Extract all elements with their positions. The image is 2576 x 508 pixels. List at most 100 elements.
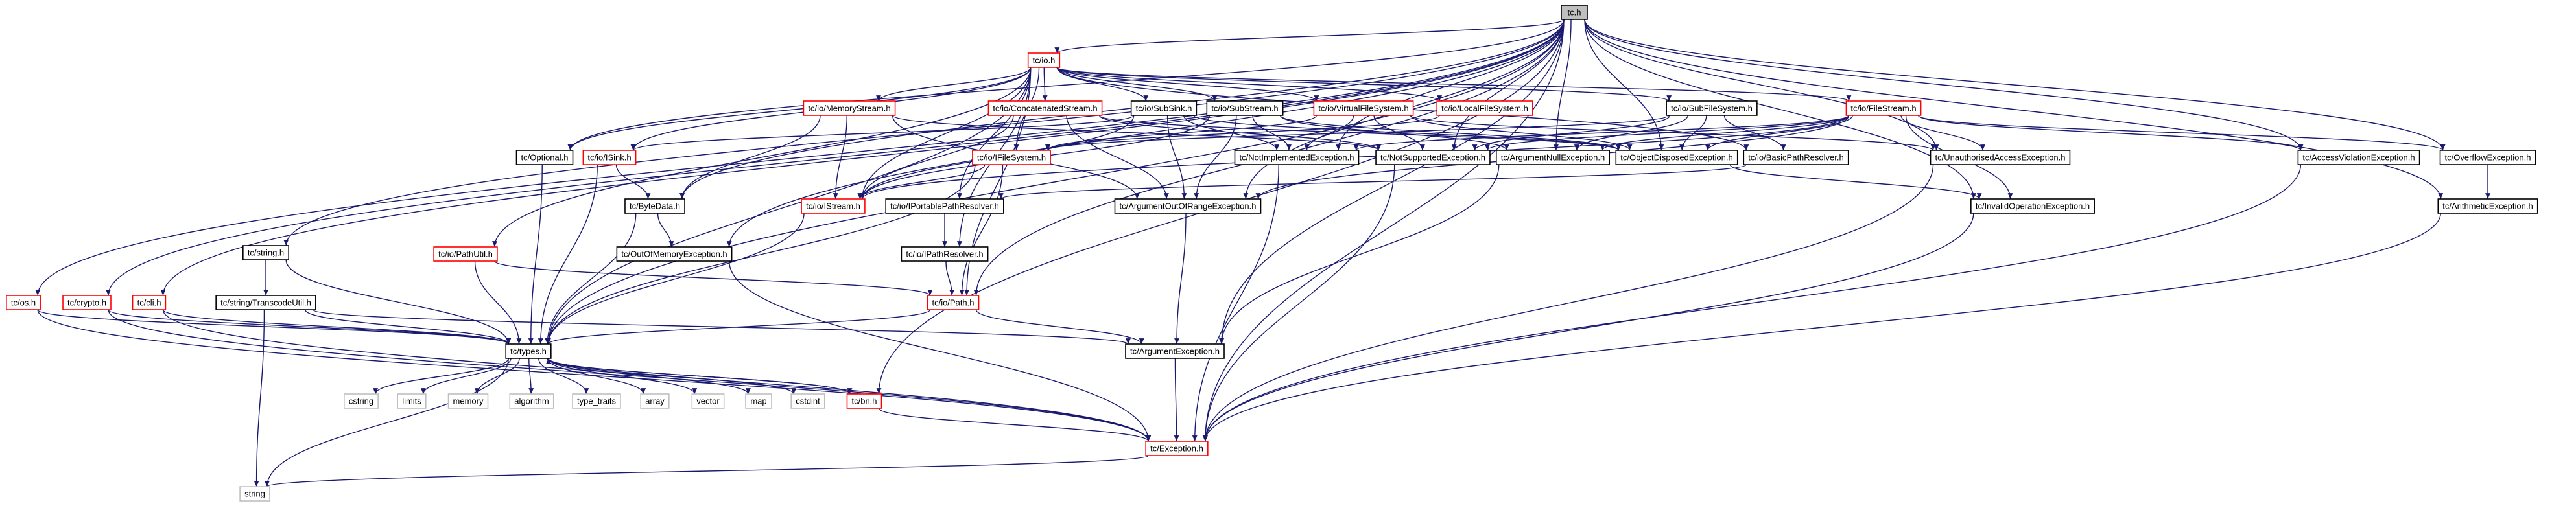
node-box: [582, 150, 637, 165]
edge-subfs-to-basicpath: [1723, 115, 1786, 151]
node-filestream[interactable]: tc/io/FileStream.h: [1845, 100, 1922, 116]
edge-exception-to-string: [265, 455, 1149, 487]
node-box: [1436, 100, 1533, 116]
node-memstream[interactable]: tc/io/MemoryStream.h: [803, 100, 896, 116]
edge-types-to-string: [265, 358, 509, 487]
edge-io-h-to-memstream: [876, 67, 1032, 102]
edge-types-to-cstring: [373, 358, 509, 395]
node-argexc[interactable]: tc/ArgumentException.h: [1125, 343, 1225, 359]
node-lfs[interactable]: tc/io/LocalFileSystem.h: [1436, 100, 1533, 116]
node-types[interactable]: tc/types.h: [505, 343, 552, 359]
node-invalidop[interactable]: tc/InvalidOperationException.h: [1970, 198, 2095, 214]
node-label: tc/ArithmeticException.h: [2442, 202, 2533, 211]
node-isink[interactable]: tc/io/ISink.h: [582, 150, 637, 165]
node-notimpl[interactable]: tc/NotImplementedException.h: [1234, 150, 1360, 165]
node-type-traits: type_traits: [572, 393, 621, 409]
node-unauth[interactable]: tc/UnauthorisedAccessException.h: [1930, 150, 2071, 165]
edge-basicpath-to-iportable: [998, 164, 1747, 200]
node-notsupp[interactable]: tc/NotSupportedException.h: [1375, 150, 1491, 165]
edge-transcode-to-string: [254, 309, 265, 487]
node-oom[interactable]: tc/OutOfMemoryException.h: [616, 246, 733, 262]
node-objdisp[interactable]: tc/ObjectDisposedException.h: [1615, 150, 1738, 165]
node-concat[interactable]: tc/io/ConcatenatedStream.h: [987, 100, 1103, 116]
node-overflow[interactable]: tc/OverflowException.h: [2439, 150, 2536, 165]
node-label: map: [750, 397, 766, 406]
edge-tc-h-to-argexc: [1219, 19, 1565, 345]
node-subsink[interactable]: tc/io/SubSink.h: [1130, 100, 1198, 116]
node-subfs[interactable]: tc/io/SubFileSystem.h: [1666, 100, 1758, 116]
edge-path-to-argexc: [975, 309, 1144, 345]
node-bn-h[interactable]: tc/bn.h: [846, 393, 882, 409]
edge-io-h-to-pathutil: [492, 67, 1032, 248]
node-box: [616, 246, 733, 262]
node-label: tc/io/MemoryStream.h: [808, 104, 890, 113]
node-bytedata[interactable]: tc/ByteData.h: [624, 198, 685, 214]
node-ifilesystem[interactable]: tc/io/IFileSystem.h: [972, 150, 1051, 165]
edge-os-h-to-types: [37, 309, 511, 345]
node-string-h[interactable]: tc/string.h: [242, 245, 289, 260]
node-label: vector: [696, 397, 720, 406]
edge-crypto-h-to-exception: [108, 309, 1151, 442]
node-io-h[interactable]: tc/io.h: [1027, 52, 1061, 68]
node-box: [344, 393, 379, 409]
node-label: tc/os.h: [11, 298, 36, 308]
edge-string-h-to-types: [285, 259, 512, 345]
node-crypto-h[interactable]: tc/crypto.h: [62, 295, 112, 310]
edge-notimpl-to-exception: [1192, 164, 1279, 442]
edge-filestream-to-argnull: [1600, 115, 1850, 151]
node-box: [1114, 198, 1262, 214]
edge-subsink-to-isink: [630, 115, 1135, 151]
node-label: tc/OverflowException.h: [2445, 153, 2531, 163]
node-label: tc/io/ISink.h: [587, 153, 631, 163]
node-label: tc/OutOfMemoryException.h: [621, 249, 727, 259]
node-label: tc/io/SubSink.h: [1136, 104, 1192, 113]
node-label: tc/Optional.h: [521, 153, 569, 163]
edge-isink-to-bytedata: [615, 164, 651, 200]
node-ipathres[interactable]: tc/io/IPathResolver.h: [901, 246, 989, 262]
node-cli-h[interactable]: tc/cli.h: [132, 295, 167, 310]
node-iportable[interactable]: tc/io/IPortablePathResolver.h: [885, 198, 1004, 214]
node-accviol[interactable]: tc/AccessViolationException.h: [2297, 150, 2420, 165]
node-box: [397, 393, 427, 409]
node-optional[interactable]: tc/Optional.h: [515, 150, 574, 165]
edge-tc-h-to-notimpl: [1336, 19, 1565, 151]
node-argnull[interactable]: tc/ArgumentNullException.h: [1495, 150, 1611, 165]
edge-pathutil-to-types: [474, 260, 522, 345]
node-basicpath[interactable]: tc/io/BasicPathResolver.h: [1743, 150, 1849, 165]
node-box: [1970, 198, 2095, 214]
edge-subsink-to-notimpl: [1183, 115, 1280, 151]
node-label: string: [244, 489, 265, 499]
edge-bytedata-to-oom: [657, 213, 674, 248]
node-substream[interactable]: tc/io/SubStream.h: [1206, 100, 1284, 116]
node-exception[interactable]: tc/Exception.h: [1145, 441, 1209, 456]
node-istream[interactable]: tc/io/IStream.h: [801, 198, 866, 214]
node-pathutil[interactable]: tc/io/PathUtil.h: [433, 246, 498, 262]
node-os-h[interactable]: tc/os.h: [6, 295, 41, 310]
edge-oom-to-exception: [728, 260, 1152, 442]
node-box: [1375, 150, 1491, 165]
node-box: [62, 295, 112, 310]
node-vfs[interactable]: tc/io/VirtualFileSystem.h: [1313, 100, 1414, 116]
edge-memstream-to-bytedata: [679, 115, 821, 200]
node-transcode[interactable]: tc/string/TranscodeUtil.h: [215, 295, 316, 310]
edge-io-h-to-substream: [1056, 67, 1218, 102]
edge-pathutil-to-path: [494, 260, 933, 296]
node-label: tc/io/LocalFileSystem.h: [1441, 104, 1528, 113]
edge-io-h-to-optional: [567, 67, 1032, 151]
node-box: [215, 295, 316, 310]
edge-lfs-to-ifilesystem: [1045, 115, 1440, 151]
edge-subfs-to-ifilesystem: [1045, 115, 1670, 151]
edge-cli-h-to-types: [162, 309, 511, 345]
node-box: [2437, 198, 2538, 214]
node-argoor[interactable]: tc/ArgumentOutOfRangeException.h: [1114, 198, 1262, 214]
node-box: [790, 393, 825, 409]
node-box: [745, 393, 772, 409]
node-label: tc/string/TranscodeUtil.h: [220, 298, 311, 308]
node-arith[interactable]: tc/ArithmeticException.h: [2437, 198, 2538, 214]
node-label: tc/types.h: [510, 347, 547, 356]
edge-io-h-to-istream: [860, 67, 1032, 200]
edge-io-h-to-vfs: [1056, 67, 1319, 102]
node-path[interactable]: tc/io/Path.h: [927, 295, 980, 310]
node-box: [691, 393, 725, 409]
